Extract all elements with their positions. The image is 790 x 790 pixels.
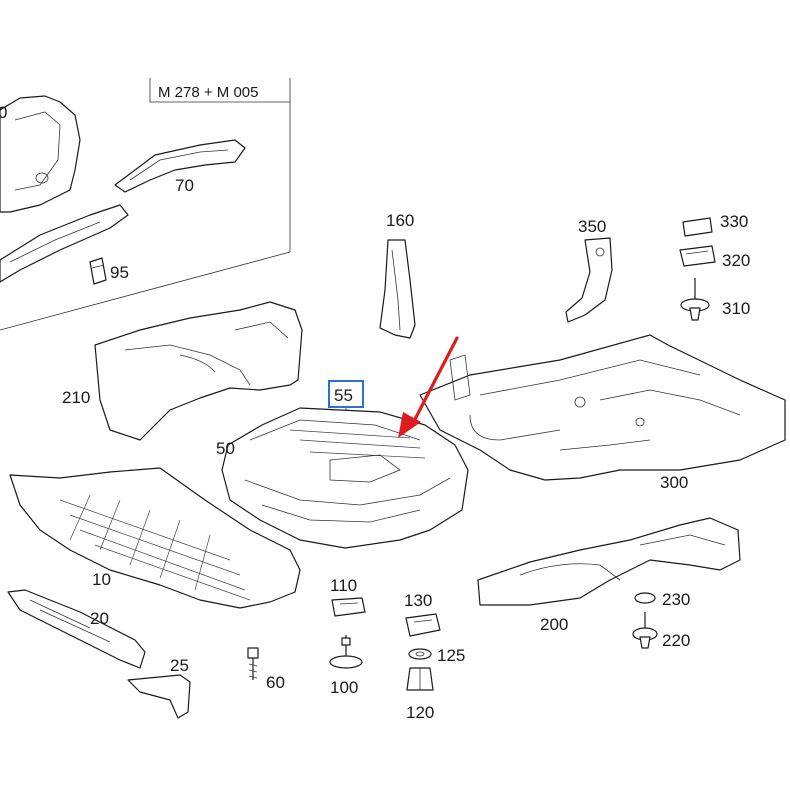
part-25[interactable] — [127, 674, 191, 719]
label-part-120: 120 — [406, 703, 434, 722]
part-70[interactable] — [0, 139, 246, 283]
part-20[interactable] — [7, 589, 146, 669]
part-125[interactable] — [408, 648, 432, 660]
part-60[interactable] — [247, 647, 259, 680]
part-10[interactable] — [9, 467, 301, 609]
label-part-160: 160 — [386, 211, 414, 230]
label-part-50: 50 — [216, 439, 235, 458]
part-110[interactable] — [331, 597, 366, 617]
part-inset-bracket[interactable] — [0, 95, 81, 213]
part-220[interactable] — [632, 612, 658, 649]
label-part-0: 0 — [0, 103, 7, 122]
part-350[interactable] — [565, 237, 613, 323]
label-part-350: 350 — [578, 217, 606, 236]
label-part-200: 200 — [540, 615, 568, 634]
part-50[interactable] — [221, 407, 469, 549]
label-part-220: 220 — [662, 631, 690, 650]
label-part-130: 130 — [404, 591, 432, 610]
inset-frame: M 278 + M 005 — [0, 78, 291, 331]
label-part-70: 70 — [175, 176, 194, 195]
label-55-box[interactable]: 55 — [328, 380, 364, 408]
part-210[interactable] — [94, 301, 303, 441]
label-part-110: 110 — [330, 576, 357, 595]
part-230[interactable] — [634, 592, 656, 604]
part-300[interactable] — [419, 334, 786, 481]
label-part-10: 10 — [92, 570, 111, 589]
label-part-95: 95 — [110, 263, 129, 282]
part-320[interactable] — [679, 245, 716, 267]
part-310[interactable] — [680, 278, 710, 321]
part-330[interactable] — [682, 217, 713, 237]
red-arrow-icon — [398, 336, 459, 438]
label-part-230: 230 — [662, 590, 690, 609]
label-part-25: 25 — [170, 656, 189, 675]
label-part-320: 320 — [722, 251, 750, 270]
part-100[interactable] — [329, 635, 363, 669]
part-95[interactable] — [89, 257, 107, 285]
label-part-55: 55 — [334, 386, 353, 405]
label-part-60: 60 — [266, 673, 285, 692]
part-130[interactable] — [405, 613, 441, 637]
label-part-20: 20 — [90, 609, 109, 628]
part-160[interactable] — [379, 239, 416, 339]
label-part-310: 310 — [722, 299, 750, 318]
label-part-125: 125 — [437, 646, 465, 665]
part-120[interactable] — [406, 667, 434, 691]
inset-title: M 278 + M 005 — [158, 84, 258, 101]
part-200[interactable] — [477, 517, 741, 606]
label-part-100: 100 — [330, 678, 358, 697]
label-part-330: 330 — [720, 212, 748, 231]
label-part-300: 300 — [660, 473, 688, 492]
label-part-210: 210 — [62, 388, 90, 407]
